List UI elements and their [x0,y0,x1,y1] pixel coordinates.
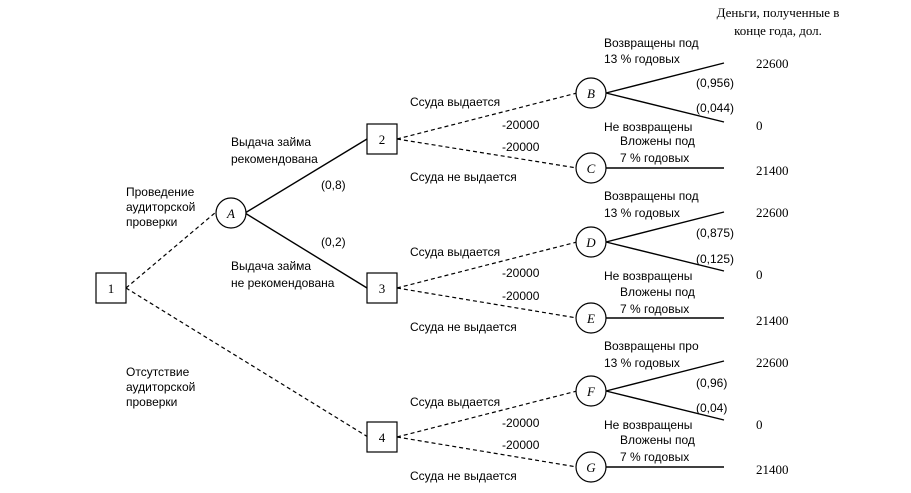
d2-not-returned: Не возвращены [604,120,692,134]
d4-prob-not-returned: (0,04) [696,401,727,415]
edge-A-to-3 [244,212,368,289]
node-D-label: D [585,235,596,250]
edge-B-not-returned [605,92,725,123]
d3-prob-not-returned: (0,125) [696,252,734,266]
d3-payoff-not-returned: 0 [756,267,763,282]
chance-node-E: E [575,302,607,334]
d2-payoff-not-returned: 0 [756,118,763,133]
d4-invested-1: Вложены под [620,433,695,447]
no-audit-label-2: аудиторской [126,380,195,394]
d4-payoff-returned: 22600 [756,355,789,370]
not-recommended-label-1: Выдача займа [231,259,311,273]
d2-invested-2: 7 % годовых [620,151,689,165]
d2-payoff-returned: 22600 [756,56,789,71]
header-line-1: Деньги, полученные в [717,5,840,20]
d3-invested-1: Вложены под [620,285,695,299]
chance-node-B: B [575,77,607,109]
d2-returned-1: Возвращены под [604,36,699,50]
d3-payoff-invested: 21400 [756,313,789,328]
d2-prob-returned: (0,956) [696,76,734,90]
edge-1-to-A [125,211,217,289]
chance-node-G: G [575,451,607,483]
edge-3-to-E [396,287,578,319]
recommended-label-2: рекомендована [231,152,318,166]
node-C-label: C [587,161,596,176]
d3-not-returned: Не возвращены [604,269,692,283]
chance-node-F: F [575,375,607,407]
d3-cost-not-given: -20000 [502,289,540,303]
d2-loan-not-given: Ссуда не выдается [410,170,517,184]
edge-4-to-G [396,436,578,468]
node-F-label: F [586,384,596,399]
edge-B-returned [605,62,725,94]
d2-payoff-invested: 21400 [756,163,789,178]
no-audit-label-3: проверки [126,395,177,409]
d4-payoff-invested: 21400 [756,462,789,477]
node-3-label: 3 [379,281,386,296]
d4-returned-2: 13 % годовых [604,356,680,370]
edge-1-to-4 [125,287,369,438]
recommended-label-1: Выдача займа [231,135,311,149]
d4-prob-returned: (0,96) [696,376,727,390]
d3-payoff-returned: 22600 [756,205,789,220]
decision-node-2: 2 [366,123,398,155]
node-4-label: 4 [379,430,386,445]
header-line-2: конце года, дол. [734,23,822,38]
d2-prob-not-returned: (0,044) [696,101,734,115]
chance-node-D: D [575,226,607,258]
edge-2-to-C [396,138,578,169]
d2-cost-given: -20000 [502,118,540,132]
node-G-label: G [586,460,596,475]
node-A-label: A [226,206,235,221]
d4-payoff-not-returned: 0 [756,417,763,432]
chance-node-A: A [215,197,247,229]
node-B-label: B [587,86,595,101]
prob-not-recommended: (0,2) [321,235,346,249]
decision-node-3: 3 [366,272,398,304]
edge-F-not-returned [605,390,725,421]
d3-prob-returned: (0,875) [696,226,734,240]
not-recommended-label-2: не рекомендована [231,276,335,290]
d4-loan-not-given: Ссуда не выдается [410,469,517,483]
decision-node-4: 4 [366,421,398,453]
edge-4-to-F [396,390,578,438]
d2-cost-not-given: -20000 [502,140,540,154]
d3-cost-given: -20000 [502,266,540,280]
edge-2-to-B [396,92,578,140]
d2-loan-given: Ссуда выдается [410,95,500,109]
d4-cost-given: -20000 [502,416,540,430]
audit-label-3: проверки [126,215,177,229]
edge-A-to-2 [244,138,368,214]
d3-invested-2: 7 % годовых [620,302,689,316]
audit-label-2: аудиторской [126,200,195,214]
prob-recommended: (0,8) [321,178,346,192]
d3-loan-not-given: Ссуда не выдается [410,320,517,334]
d3-returned-1: Возвращены под [604,189,699,203]
d4-invested-2: 7 % годовых [620,450,689,464]
node-2-label: 2 [379,132,386,147]
decision-node-1: 1 [95,272,127,304]
d4-returned-1: Возвращены про [604,339,699,353]
d4-not-returned: Не возвращены [604,418,692,432]
chance-node-C: C [575,152,607,184]
d2-invested-1: Вложены под [620,134,695,148]
edge-F-returned [605,360,725,392]
node-1-label: 1 [108,281,115,296]
edge-D-returned [605,211,725,243]
d3-returned-2: 13 % годовых [604,206,680,220]
d4-cost-not-given: -20000 [502,438,540,452]
node-E-label: E [586,311,595,326]
edge-3-to-D [396,241,578,289]
edge-D-not-returned [605,241,725,272]
d2-returned-2: 13 % годовых [604,52,680,66]
no-audit-label-1: Отсутствие [126,365,190,379]
audit-label-1: Проведение [126,185,195,199]
d3-loan-given: Ссуда выдается [410,245,500,259]
d4-loan-given: Ссуда выдается [410,395,500,409]
